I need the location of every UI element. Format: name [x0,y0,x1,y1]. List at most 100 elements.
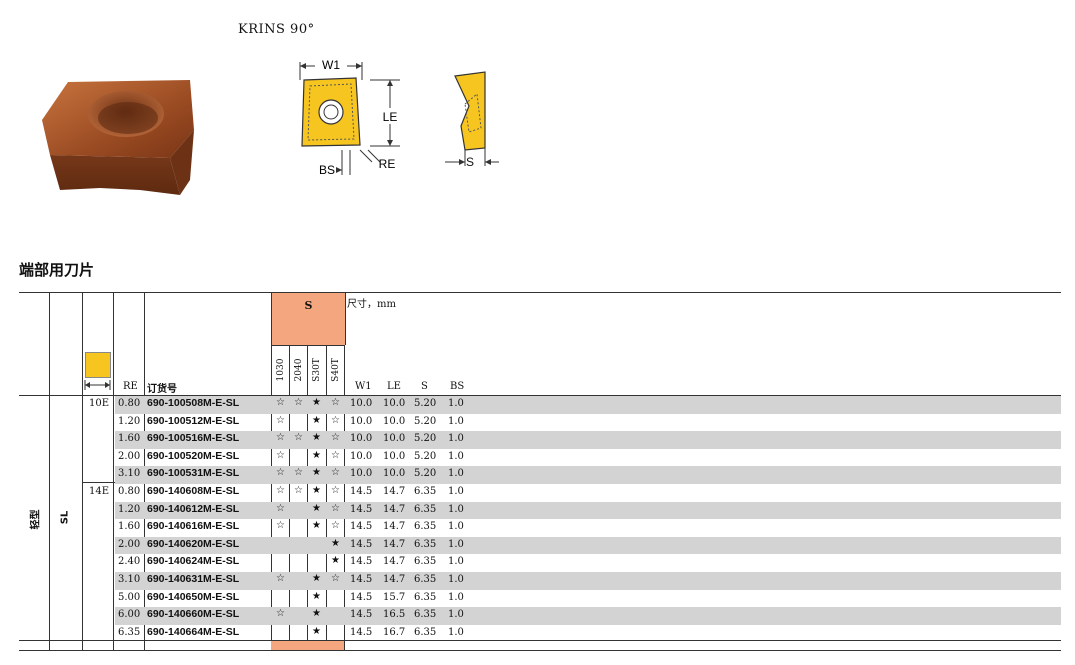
re-cell: 2.00 [118,538,141,550]
col-divider [307,345,308,641]
page-title: KRINS 90° [238,22,315,37]
grade-availability-icon: ★ [312,625,321,637]
grade-availability-icon: ★ [312,485,321,496]
geometry-label: SL [59,510,71,525]
col-divider [289,345,290,641]
w1-cell: 10.0 [350,450,373,462]
bs-cell: 1.0 [448,591,464,603]
table-footer-border [19,650,1061,651]
col-divider [326,345,327,641]
w1-cell: 10.0 [350,433,373,445]
dim-header-s: S [421,381,428,392]
s-cell: 5.20 [414,450,437,462]
grade-header: S30T [312,358,322,382]
grade-group-divider [271,345,344,346]
grade-availability-icon: ★ [312,467,321,479]
grade-availability-icon: ☆ [294,485,303,496]
grade-header: 2040 [294,358,304,382]
order-code-cell: 690-140612M-E-SL [147,502,240,515]
order-code-cell: 690-100531M-E-SL [147,467,240,480]
grade-availability-icon: ☆ [276,414,285,426]
w1-cell: 10.0 [350,468,373,480]
grade-availability-icon: ★ [312,414,321,426]
grade-availability-icon: ☆ [331,485,340,496]
grade-availability-icon: ☆ [276,502,285,514]
grade-availability-icon: ★ [312,520,321,532]
section-title: 端部用刀片 [19,261,95,279]
col-divider [49,292,50,651]
le-cell: 10.0 [383,398,406,409]
order-code-cell: 690-100520M-E-SL [147,449,240,462]
grade-group-footer [271,641,344,650]
grade-header: S40T [331,358,341,382]
re-cell: 6.00 [118,609,141,621]
order-code-cell: 690-140616M-E-SL [147,520,240,533]
grade-availability-icon: ☆ [294,467,303,479]
insert-side-view-diagram [445,71,499,166]
w1-cell: 14.5 [350,591,373,603]
s-cell: 6.35 [414,486,437,497]
order-code-cell: 690-140664M-E-SL [147,625,240,638]
le-cell: 14.7 [383,521,406,533]
s-cell: 5.20 [414,433,437,445]
grade-availability-icon: ☆ [276,520,285,532]
grade-availability-icon: ☆ [294,432,303,444]
grade-availability-icon: ☆ [331,432,340,444]
bs-cell: 1.0 [448,609,464,621]
grade-availability-icon: ☆ [276,485,285,496]
le-cell: 10.0 [383,415,406,427]
re-cell: 1.60 [118,433,141,445]
size-cell: 14E [89,486,110,497]
svg-text:W1: W1 [322,58,340,72]
svg-text:RE: RE [379,157,396,171]
order-code-cell: 690-140631M-E-SL [147,573,240,585]
bs-cell: 1.0 [448,626,464,638]
grade-availability-icon: ★ [312,590,321,602]
re-cell: 3.10 [118,574,141,585]
w1-cell: 10.0 [350,398,373,409]
diagram-s-label: S [466,155,475,169]
grade-availability-icon: ☆ [276,573,285,584]
bs-cell: 1.0 [448,556,464,568]
grade-availability-icon: ☆ [331,520,340,532]
bs-cell: 1.0 [448,433,464,445]
grade-availability-icon: ☆ [276,467,285,479]
order-code-cell: 690-140624M-E-SL [147,555,240,568]
le-cell: 10.0 [383,468,406,480]
table-top-border [19,292,1061,293]
order-code-cell: 690-140620M-E-SL [147,537,240,550]
insert-shape-icon [85,352,111,378]
order-code-cell: 690-100512M-E-SL [147,414,240,427]
grade-availability-icon: ☆ [331,414,340,426]
grade-availability-icon: ☆ [331,467,340,479]
s-cell: 6.35 [414,521,437,533]
re-cell: 1.20 [118,415,141,427]
s-cell: 6.35 [414,591,437,603]
s-cell: 6.35 [414,574,437,585]
bs-cell: 1.0 [448,574,464,585]
s-cell: 5.20 [414,468,437,480]
bs-cell: 1.0 [448,450,464,462]
re-cell: 2.00 [118,450,141,462]
w1-cell: 14.5 [350,609,373,621]
grade-availability-icon: ★ [331,537,340,549]
w1-cell: 14.5 [350,521,373,533]
w1-cell: 14.5 [350,626,373,638]
le-cell: 14.7 [383,486,406,497]
insert-top-view-diagram: W1 LE RE BS [299,58,400,177]
grade-availability-icon: ★ [312,573,321,584]
bs-cell: 1.0 [448,486,464,497]
re-cell: 0.80 [118,486,141,497]
series-label: 轻型 [30,509,42,530]
order-code-cell: 690-140660M-E-SL [147,608,240,621]
grade-group-label: S [304,299,313,312]
grade-availability-icon: ☆ [276,432,285,444]
